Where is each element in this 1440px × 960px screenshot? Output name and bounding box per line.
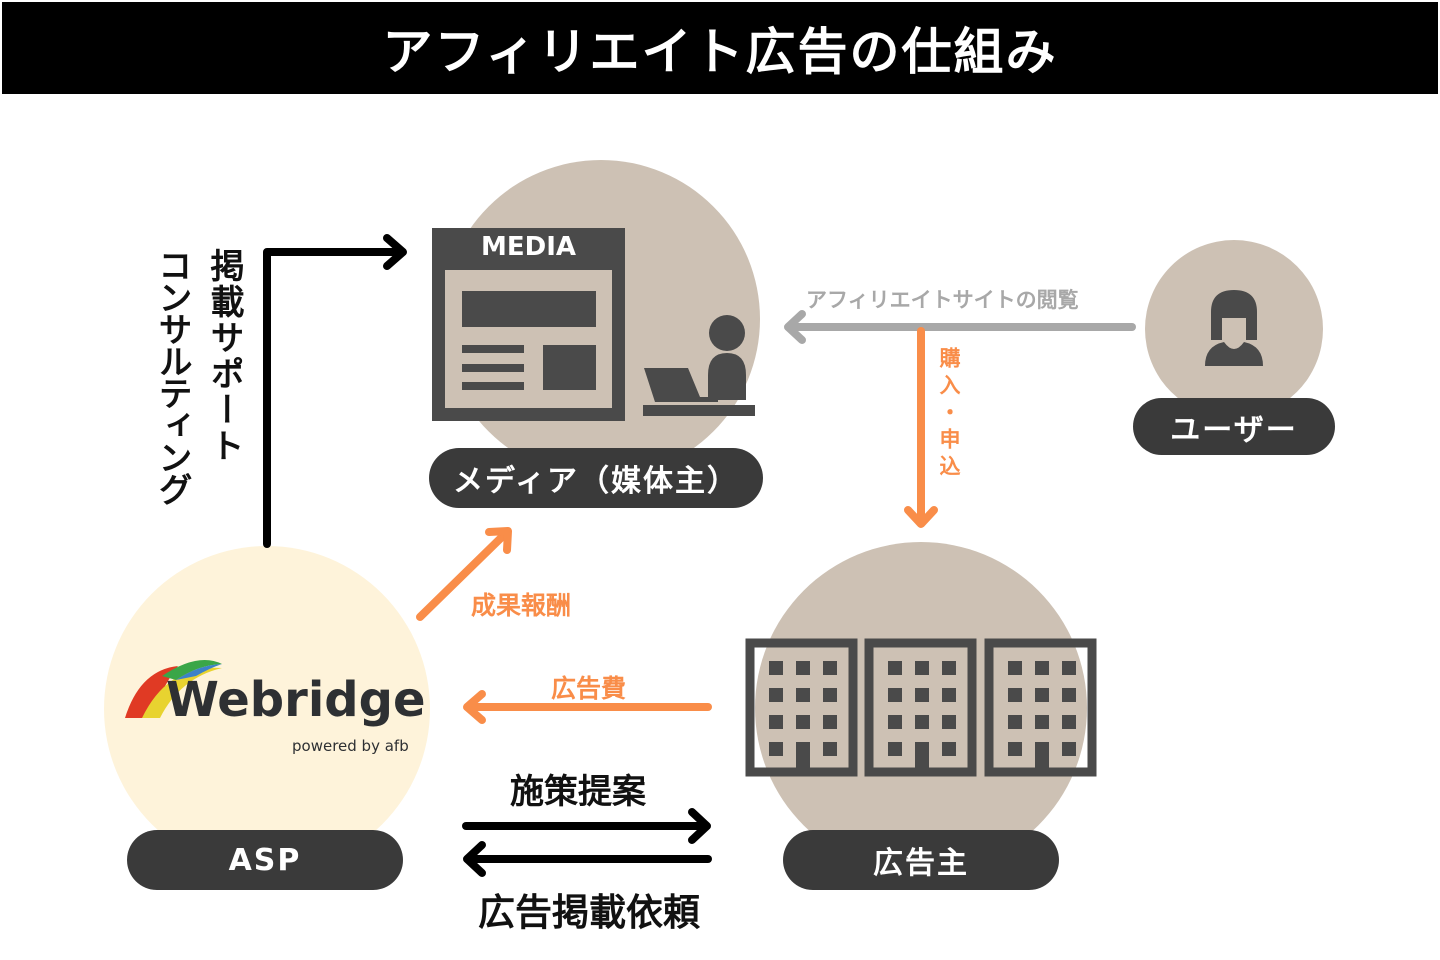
proposal-label: 施策提案	[510, 772, 646, 812]
page-title: アフィリエイト広告の仕組み	[382, 23, 1058, 81]
support-label: 掲載サポート	[204, 248, 244, 464]
support-arrowhead	[383, 234, 407, 270]
building-icon	[984, 638, 1097, 777]
browse-label: アフィリエイトサイトの閲覧	[806, 288, 1079, 312]
request-label: 広告掲載依頼	[478, 891, 700, 934]
building-door	[1035, 742, 1049, 772]
building-window	[915, 661, 929, 675]
building-window	[888, 688, 902, 702]
user-label: ユーザー	[1133, 398, 1335, 455]
building-window	[1035, 715, 1049, 729]
building-window	[1062, 661, 1076, 675]
building-window	[823, 715, 837, 729]
building-window	[823, 661, 837, 675]
ad-fee-label: 広告費	[551, 674, 627, 703]
building-window	[769, 742, 783, 756]
building-window	[1008, 715, 1022, 729]
purchase-label: 購入・申込	[937, 347, 961, 482]
media-icon-text: MEDIA	[480, 232, 576, 262]
building-window	[888, 742, 902, 756]
building-window	[823, 688, 837, 702]
advertiser-node-circle	[755, 542, 1087, 874]
building-icon	[745, 638, 858, 777]
building-window	[769, 688, 783, 702]
building-window	[1008, 742, 1022, 756]
building-window	[1062, 715, 1076, 729]
building-window	[942, 661, 956, 675]
ad-fee-arrowhead	[463, 690, 486, 724]
building-window	[769, 661, 783, 675]
building-window	[915, 715, 929, 729]
building-window	[915, 688, 929, 702]
building-window	[796, 688, 810, 702]
building-window	[888, 715, 902, 729]
building-window	[769, 715, 783, 729]
building-window	[942, 715, 956, 729]
building-window	[1035, 688, 1049, 702]
advertiser-label: 広告主	[783, 830, 1059, 890]
proposal-arrowhead	[688, 808, 711, 844]
reward-arrowhead	[485, 527, 512, 554]
media-label: メディア（媒体主）	[429, 448, 763, 508]
building-window	[796, 661, 810, 675]
reward-arrow	[416, 529, 510, 621]
building-window	[942, 688, 956, 702]
purchase-arrowhead	[904, 506, 938, 528]
title-bar: アフィリエイト広告の仕組み	[2, 2, 1438, 94]
webridge-logo-text: Webridge	[166, 672, 426, 728]
building-door	[796, 742, 810, 772]
building-window	[888, 661, 902, 675]
asp-label: ASP	[127, 830, 403, 890]
building-window	[942, 742, 956, 756]
powered-by-text: powered by afb	[292, 737, 409, 755]
building-window	[1008, 661, 1022, 675]
building-window	[1035, 661, 1049, 675]
support-arrow	[263, 248, 406, 548]
request-arrowhead	[463, 841, 486, 877]
consulting-label: コンサルティング	[152, 248, 192, 504]
building-window	[796, 715, 810, 729]
building-door	[915, 742, 929, 772]
building-window	[823, 742, 837, 756]
building-window	[1062, 742, 1076, 756]
building-icon	[864, 638, 977, 777]
building-window	[1008, 688, 1022, 702]
building-window	[1062, 688, 1076, 702]
reward-label: 成果報酬	[471, 591, 572, 620]
browse-arrowhead	[784, 310, 806, 344]
